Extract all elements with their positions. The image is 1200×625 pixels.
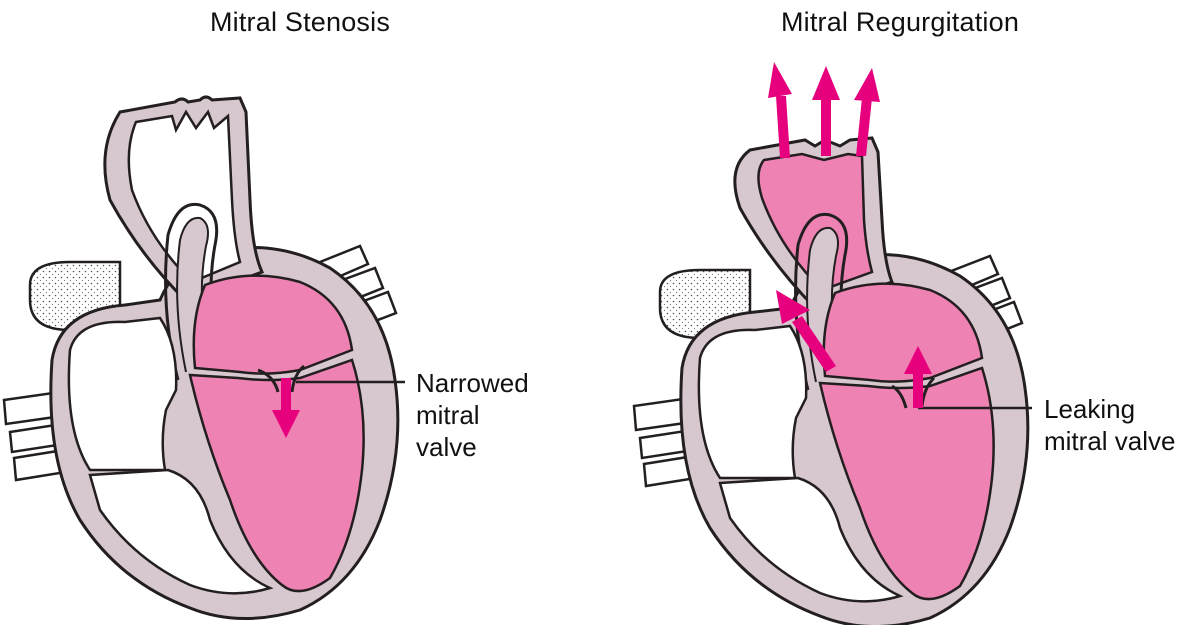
callout-line: mitral valve: [1044, 426, 1176, 456]
regurgitation-panel: Mitral Regurgitation: [600, 0, 1200, 625]
callout-line: valve: [416, 432, 477, 462]
left-ventricle: [818, 366, 995, 601]
down-arrow-icon: [272, 378, 300, 438]
stenosis-title: Mitral Stenosis: [209, 7, 391, 37]
regurgitation-title: Mitral Regurgitation: [780, 7, 1020, 37]
left-ventricle: [188, 358, 365, 593]
stenosis-panel: Mitral Stenosis: [2, 7, 529, 621]
up-arrow-icon: [904, 346, 932, 408]
stenosis-callout: Narrowed mitral valve: [416, 367, 529, 463]
diagonal-arrow-icon: [776, 290, 836, 372]
up-arrow-icon: [812, 66, 840, 156]
stenosis-heart-diagram: [2, 95, 405, 621]
right-chambers: [697, 324, 808, 480]
right-chambers: [67, 316, 178, 472]
regurgitation-callout: Leaking mitral valve: [1044, 393, 1175, 457]
callout-line: mitral: [416, 400, 480, 430]
callout-line: Narrowed: [416, 368, 529, 398]
callout-line: Leaking: [1044, 394, 1136, 424]
left-atrium: [192, 274, 354, 375]
mitral-valve: [257, 364, 305, 393]
regurgitation-heart-diagram: [632, 62, 1032, 625]
up-arrow-icon: [854, 68, 880, 156]
up-arrow-icon: [768, 62, 792, 158]
